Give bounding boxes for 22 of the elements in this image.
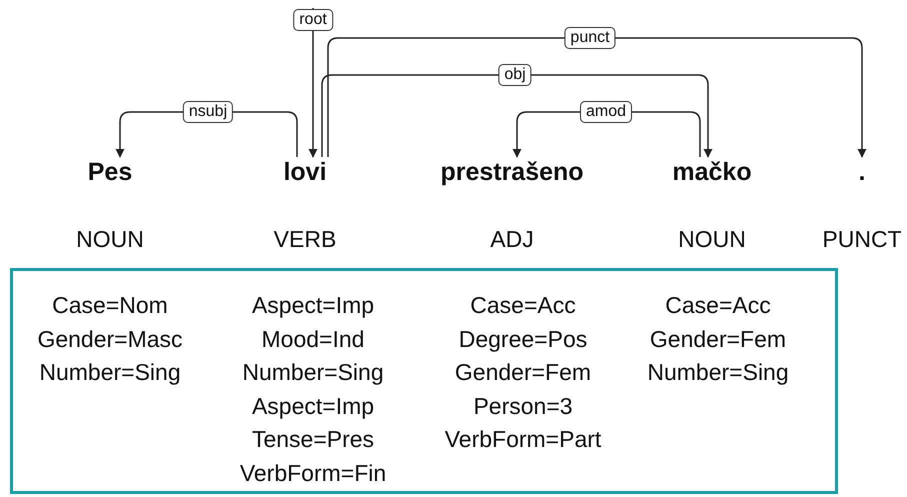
word-token: prestrašeno	[440, 157, 584, 187]
word-token: Pes	[88, 157, 132, 187]
word-token: mačko	[672, 157, 752, 187]
pos-tag: NOUN	[678, 225, 746, 253]
dependency-arrow	[321, 74, 712, 158]
word-token: lovi	[283, 157, 327, 187]
feature-list: Case=Nom Gender=Masc Number=Sing	[37, 289, 183, 390]
word-token: .	[858, 157, 866, 187]
edge-label: punct	[564, 27, 616, 49]
feature-list: Case=Acc Gender=Fem Number=Sing	[647, 289, 789, 390]
feature-list: Case=Acc Degree=Pos Gender=Fem Person=3 VerbForm=Part	[444, 289, 602, 456]
feature-list: Aspect=Imp Mood=Ind Number=Sing Aspect=Imp Tense=Pres VerbForm=Fin	[240, 289, 386, 490]
edge-label: root	[293, 9, 333, 31]
pos-tag: ADJ	[490, 225, 534, 253]
edge-label: amod	[580, 101, 632, 123]
pos-tag: NOUN	[76, 225, 144, 253]
features-box	[10, 268, 838, 494]
pos-tag: PUNCT	[822, 225, 902, 253]
dependency-arrow	[327, 37, 866, 158]
pos-tag: VERB	[274, 225, 336, 253]
edge-label: nsubj	[182, 101, 234, 123]
edge-label: obj	[498, 64, 532, 86]
